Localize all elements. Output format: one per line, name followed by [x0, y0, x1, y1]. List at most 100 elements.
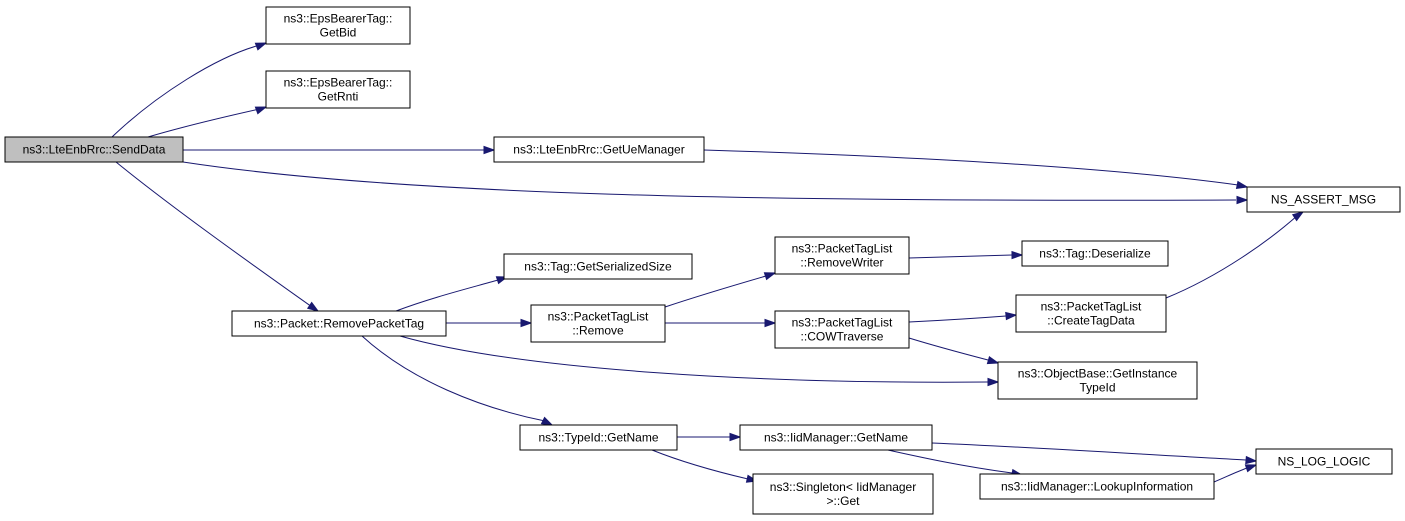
node-box[interactable]	[774, 236, 910, 275]
node-typeidgetname[interactable]: ns3::TypeId::GetName	[519, 424, 678, 451]
arrow-head-icon	[254, 106, 268, 115]
node-box[interactable]	[1255, 448, 1393, 475]
edge-removepackettag-to-getinstancetypeid	[399, 335, 1000, 387]
edge-line	[111, 43, 265, 138]
arrow-head-icon	[986, 356, 1000, 365]
node-box[interactable]	[1015, 294, 1167, 333]
edge-line	[703, 149, 1239, 186]
arrow-head-icon	[483, 145, 496, 155]
node-box[interactable]	[1246, 186, 1401, 213]
edge-line	[361, 335, 546, 422]
arrow-head-icon	[1011, 250, 1024, 260]
node-box[interactable]	[231, 310, 447, 337]
node-label: ns3::LteEnbRrc::SendData	[23, 143, 166, 157]
edge-line	[908, 315, 1007, 323]
node-box[interactable]	[997, 361, 1198, 400]
edge-removepackettag-to-getserializedsize	[395, 276, 509, 312]
node-tagdeserialize[interactable]: ns3::Tag::Deserialize	[1021, 240, 1169, 267]
node-box[interactable]	[503, 253, 693, 280]
node-label: NS_LOG_LOGIC	[1278, 455, 1371, 469]
node-label: ns3::PacketTagList	[792, 316, 893, 330]
node-lookupinformation[interactable]: ns3::IidManager::LookupInformation	[979, 473, 1215, 500]
node-ptlremovewriter[interactable]: ns3::PacketTagList::RemoveWriter	[774, 236, 910, 275]
node-ptlcreatetagdata[interactable]: ns3::PacketTagList::CreateTagData	[1015, 294, 1167, 333]
edge-ptlcowtraverse-to-getinstancetypeid	[908, 337, 1000, 365]
node-nsassertmsg[interactable]: NS_ASSERT_MSG	[1246, 186, 1401, 213]
edge-line	[664, 275, 767, 308]
node-label: ns3::IidManager::LookupInformation	[1001, 480, 1193, 494]
node-ptlcowtraverse[interactable]: ns3::PacketTagList::COWTraverse	[774, 310, 910, 349]
node-box[interactable]	[739, 424, 933, 451]
edge-senddata-to-nsassertmsg	[182, 161, 1249, 205]
node-box[interactable]	[774, 310, 910, 349]
node-label: ns3::Singleton< IidManager	[770, 480, 916, 494]
arrow-head-icon	[1236, 195, 1249, 205]
edge-getuemanager-to-nsassertmsg	[703, 149, 1249, 189]
node-box[interactable]	[530, 304, 666, 343]
edge-line	[399, 335, 989, 383]
node-removepackettag[interactable]: ns3::Packet::RemovePacketTag	[231, 310, 447, 337]
node-label: ns3::PacketTagList	[1041, 300, 1142, 314]
edge-iidgetname-to-lookupinformation	[887, 449, 1024, 478]
edge-line	[1213, 467, 1248, 483]
edge-line	[908, 254, 1013, 259]
call-nodes: ns3::LteEnbRrc::SendData ns3::EpsBearerTa…	[4, 6, 1401, 515]
arrow-head-icon	[987, 377, 1000, 387]
edge-removepackettag-to-typeidgetname	[361, 335, 554, 426]
node-label: >::Get	[826, 494, 860, 508]
node-box[interactable]	[1021, 240, 1169, 267]
node-nsloglogic[interactable]: NS_LOG_LOGIC	[1255, 448, 1393, 475]
node-getbid[interactable]: ns3::EpsBearerTag::GetBid	[265, 6, 411, 45]
arrow-head-icon	[540, 416, 554, 426]
node-label: ::Remove	[572, 324, 624, 338]
node-label: ns3::PacketTagList	[548, 310, 649, 324]
node-box[interactable]	[4, 136, 184, 163]
edge-line	[908, 337, 989, 361]
node-label: ns3::Tag::GetSerializedSize	[524, 260, 672, 274]
node-getserializedsize[interactable]: ns3::Tag::GetSerializedSize	[503, 253, 693, 280]
node-box[interactable]	[265, 70, 411, 109]
arrow-head-icon	[1244, 464, 1258, 473]
edge-line	[115, 161, 313, 308]
node-getrnti[interactable]: ns3::EpsBearerTag::GetRnti	[265, 70, 411, 109]
node-box[interactable]	[752, 473, 934, 515]
edge-ptlremove-to-ptlremovewriter	[664, 272, 777, 308]
node-singletonget[interactable]: ns3::Singleton< IidManager>::Get	[752, 473, 934, 515]
node-ptlremove[interactable]: ns3::PacketTagList::Remove	[530, 304, 666, 343]
node-senddata[interactable]: ns3::LteEnbRrc::SendData	[4, 136, 184, 163]
arrow-head-icon	[520, 318, 533, 328]
arrow-head-icon	[1245, 455, 1258, 465]
node-box[interactable]	[519, 424, 678, 451]
node-getuemanager[interactable]: ns3::LteEnbRrc::GetUeManager	[493, 136, 705, 163]
node-label: ns3::EpsBearerTag::	[284, 12, 393, 26]
arrow-head-icon	[729, 432, 742, 442]
edge-removepackettag-to-ptlremove	[446, 318, 533, 328]
node-box[interactable]	[979, 473, 1215, 500]
edge-senddata-to-getuemanager	[183, 145, 496, 155]
edge-lookupinformation-to-nsloglogic	[1213, 464, 1258, 483]
edge-line	[395, 279, 499, 312]
arrow-head-icon	[1005, 311, 1018, 321]
edge-senddata-to-removepackettag	[115, 161, 320, 312]
node-label: ns3::Packet::RemovePacketTag	[254, 317, 424, 331]
edge-ptlcreatetagdata-to-nsassertmsg	[1165, 211, 1305, 299]
node-box[interactable]	[493, 136, 705, 163]
node-box[interactable]	[265, 6, 411, 45]
edge-ptlremovewriter-to-tagdeserialize	[908, 250, 1024, 260]
edge-line	[1165, 214, 1299, 299]
node-label: GetBid	[320, 26, 357, 40]
edge-line	[887, 449, 1013, 474]
edge-ptlcowtraverse-to-ptlcreatetagdata	[908, 311, 1018, 323]
edge-typeidgetname-to-iidgetname	[677, 432, 742, 442]
edge-line	[931, 442, 1247, 461]
node-label: ns3::PacketTagList	[792, 242, 893, 256]
arrow-head-icon	[1291, 211, 1305, 222]
arrow-head-icon	[763, 272, 777, 281]
node-iidgetname[interactable]: ns3::IidManager::GetName	[739, 424, 933, 451]
node-label: NS_ASSERT_MSG	[1271, 193, 1376, 207]
edge-iidgetname-to-nsloglogic	[931, 442, 1258, 465]
node-label: ns3::TypeId::GetName	[538, 431, 658, 445]
node-label: ns3::Tag::Deserialize	[1039, 247, 1151, 261]
